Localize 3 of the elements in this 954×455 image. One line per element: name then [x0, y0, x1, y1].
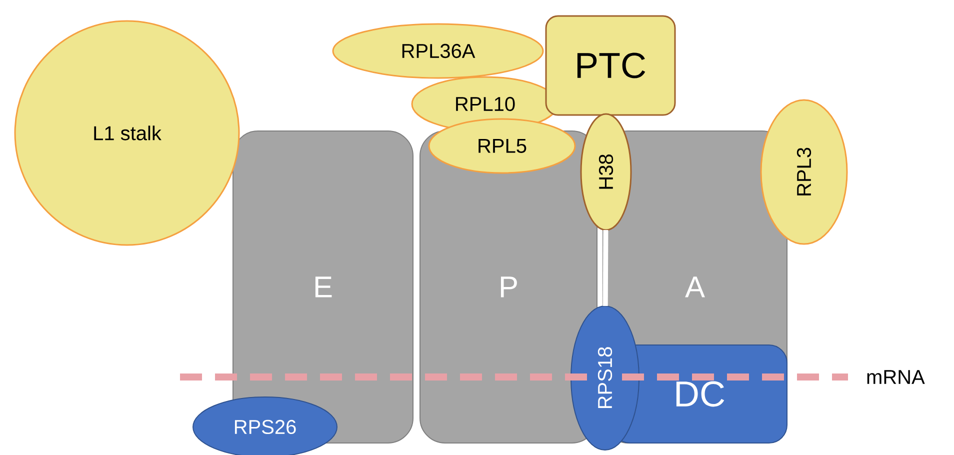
mrna-label: mRNA — [867, 370, 925, 384]
connector-line — [602, 230, 608, 306]
node-label: DC — [676, 381, 724, 407]
